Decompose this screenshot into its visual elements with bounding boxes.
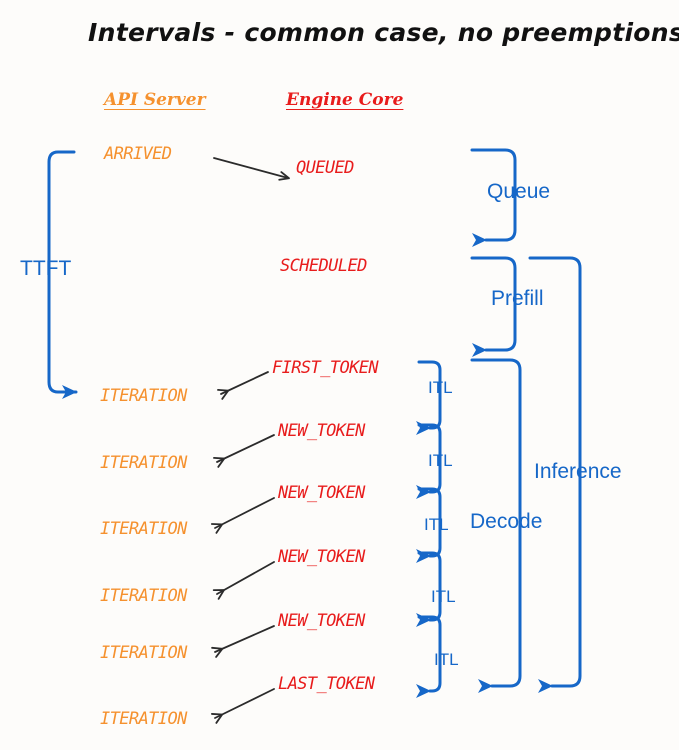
interval-label-ttft: TTFT <box>20 257 72 280</box>
interval-label-itl-2: ITL <box>428 451 453 470</box>
state-new-token-3: NEW_TOKEN <box>278 547 365 567</box>
state-new-token-2: NEW_TOKEN <box>278 483 365 503</box>
state-iteration-4: ITERATION <box>100 586 187 606</box>
state-last-token: LAST_TOKEN <box>278 674 375 694</box>
column-header-engine-core: Engine Core <box>286 90 404 110</box>
state-new-token-4: NEW_TOKEN <box>278 611 365 631</box>
interval-label-queue: Queue <box>487 180 551 203</box>
arrow-last-token-to-iteration <box>210 688 275 724</box>
state-iteration-3: ITERATION <box>100 519 187 539</box>
arrow-new-token-to-iteration-2 <box>210 497 275 534</box>
interval-label-itl-5: ITL <box>434 650 459 669</box>
interval-label-itl-3: ITL <box>424 515 449 534</box>
state-first-token: FIRST_TOKEN <box>272 358 379 378</box>
arrow-new-token-to-iteration-3 <box>212 561 275 600</box>
arrow-first-token-to-iteration <box>217 371 269 400</box>
arrow-new-token-to-iteration-4 <box>211 625 275 658</box>
interval-label-prefill: Prefill <box>491 287 544 310</box>
state-iteration-6: ITERATION <box>100 709 187 729</box>
interval-label-decode: Decode <box>470 510 543 533</box>
state-iteration-5: ITERATION <box>100 643 187 663</box>
state-queued: QUEUED <box>296 158 354 178</box>
arrow-new-token-to-iteration-1 <box>213 434 275 468</box>
interval-label-inference: Inference <box>534 460 622 483</box>
state-scheduled: SCHEDULED <box>280 256 367 276</box>
page-title: Intervals - common case, no preemptions <box>88 18 679 47</box>
state-iteration-2: ITERATION <box>100 453 187 473</box>
state-new-token-1: NEW_TOKEN <box>278 421 365 441</box>
interval-label-itl-4: ITL <box>431 587 456 606</box>
column-header-api-server: API Server <box>104 90 206 110</box>
state-iteration-1: ITERATION <box>100 386 187 406</box>
interval-label-itl-1: ITL <box>428 378 453 397</box>
arrow-arrived-to-queued <box>213 157 290 181</box>
state-arrived: ARRIVED <box>104 144 172 164</box>
